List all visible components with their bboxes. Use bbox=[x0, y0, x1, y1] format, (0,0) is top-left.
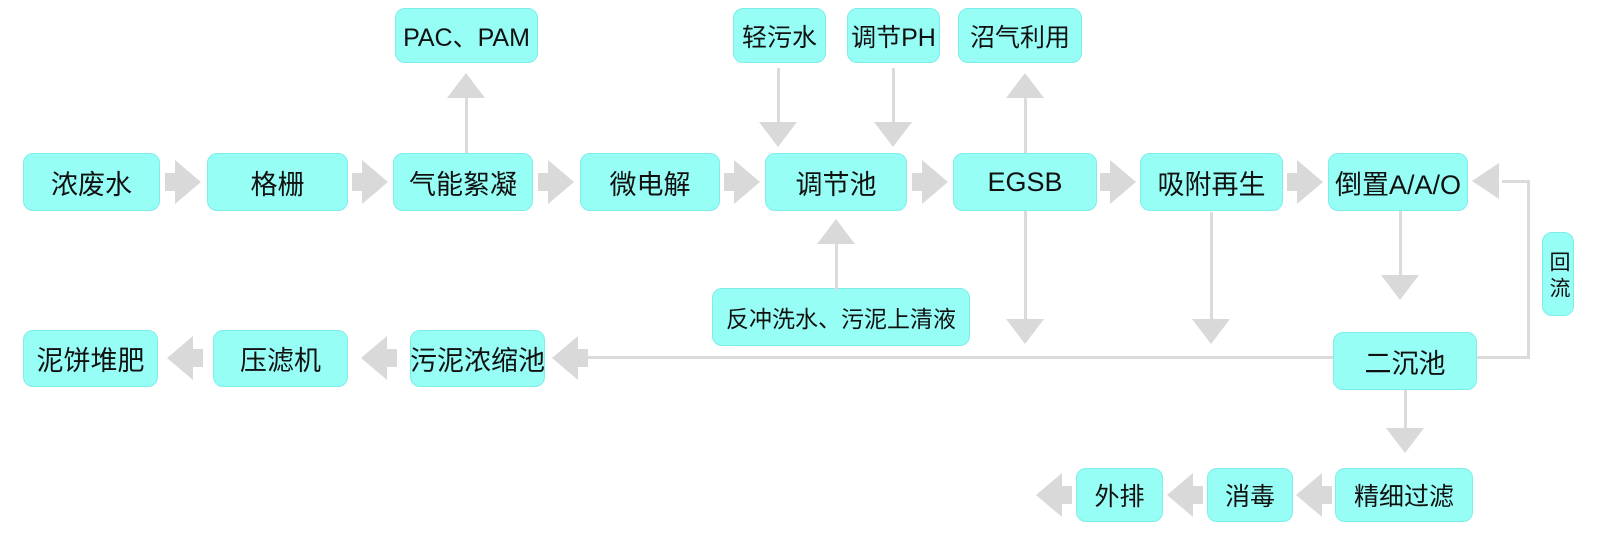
node-bar-screen: 格栅 bbox=[207, 153, 348, 211]
connector-line bbox=[892, 68, 895, 123]
node-disinfection: 消毒 bbox=[1207, 468, 1293, 522]
arrow-right-icon bbox=[724, 156, 760, 208]
connector-line bbox=[835, 243, 838, 290]
node-adsorption-regeneration: 吸附再生 bbox=[1140, 153, 1283, 211]
arrow-down-icon bbox=[1386, 428, 1424, 453]
arrow-right-icon bbox=[165, 156, 201, 208]
connector-line bbox=[465, 97, 468, 153]
node-inverted-aao: 倒置A/A/O bbox=[1328, 153, 1468, 211]
node-sludge-cake-compost: 泥饼堆肥 bbox=[23, 330, 158, 387]
arrow-up-icon bbox=[1006, 73, 1044, 98]
node-light-sewage: 轻污水 bbox=[733, 8, 826, 63]
arrow-left-icon bbox=[1036, 469, 1072, 521]
node-backwash-supernatant: 反冲洗水、污泥上清液 bbox=[712, 288, 970, 346]
arrow-left-icon bbox=[1167, 469, 1203, 521]
node-pac-pam: PAC、PAM bbox=[395, 8, 538, 63]
node-secondary-clarifier: 二沉池 bbox=[1333, 332, 1477, 390]
arrow-up-icon bbox=[817, 219, 855, 244]
node-reflux-label: 回流 bbox=[1542, 232, 1574, 316]
arrow-down-icon bbox=[759, 122, 797, 147]
connector-line bbox=[1404, 390, 1407, 429]
connector-line bbox=[777, 68, 780, 123]
node-adjust-ph: 调节PH bbox=[847, 8, 940, 63]
arrow-up-icon bbox=[447, 73, 485, 98]
node-discharge: 外排 bbox=[1076, 468, 1163, 522]
arrow-right-icon bbox=[912, 156, 948, 208]
arrow-left-icon bbox=[1472, 163, 1499, 199]
arrow-left-icon bbox=[361, 332, 397, 384]
arrow-right-icon bbox=[538, 156, 574, 208]
node-sludge-thickener: 污泥浓缩池 bbox=[410, 330, 545, 387]
connector-line bbox=[1399, 211, 1402, 276]
arrow-right-icon bbox=[352, 156, 388, 208]
arrow-down-icon bbox=[1381, 275, 1419, 300]
arrow-left-icon bbox=[552, 332, 588, 384]
node-micro-electrolysis: 微电解 bbox=[580, 153, 720, 211]
connector-line bbox=[1024, 97, 1027, 153]
arrow-down-icon bbox=[1006, 319, 1044, 344]
node-biogas-use: 沼气利用 bbox=[958, 8, 1082, 63]
node-gas-flocculation: 气能絮凝 bbox=[393, 153, 533, 211]
reflux-line bbox=[1527, 180, 1530, 359]
reflux-line bbox=[1502, 180, 1530, 183]
arrow-left-icon bbox=[1296, 469, 1332, 521]
node-egsb: EGSB bbox=[953, 153, 1097, 211]
node-concentrated-wastewater: 浓废水 bbox=[23, 153, 160, 211]
arrow-right-icon bbox=[1100, 156, 1136, 208]
node-filter-press: 压滤机 bbox=[213, 330, 348, 387]
connector-line bbox=[1024, 211, 1027, 320]
connector-line bbox=[1210, 212, 1213, 320]
node-regulating-tank: 调节池 bbox=[765, 153, 907, 211]
arrow-down-icon bbox=[1192, 319, 1230, 344]
sludge-line bbox=[585, 356, 1333, 359]
reflux-line bbox=[1477, 356, 1530, 359]
arrow-right-icon bbox=[1287, 156, 1323, 208]
arrow-left-icon bbox=[167, 332, 203, 384]
node-fine-filtration: 精细过滤 bbox=[1335, 468, 1473, 522]
arrow-down-icon bbox=[874, 122, 912, 147]
